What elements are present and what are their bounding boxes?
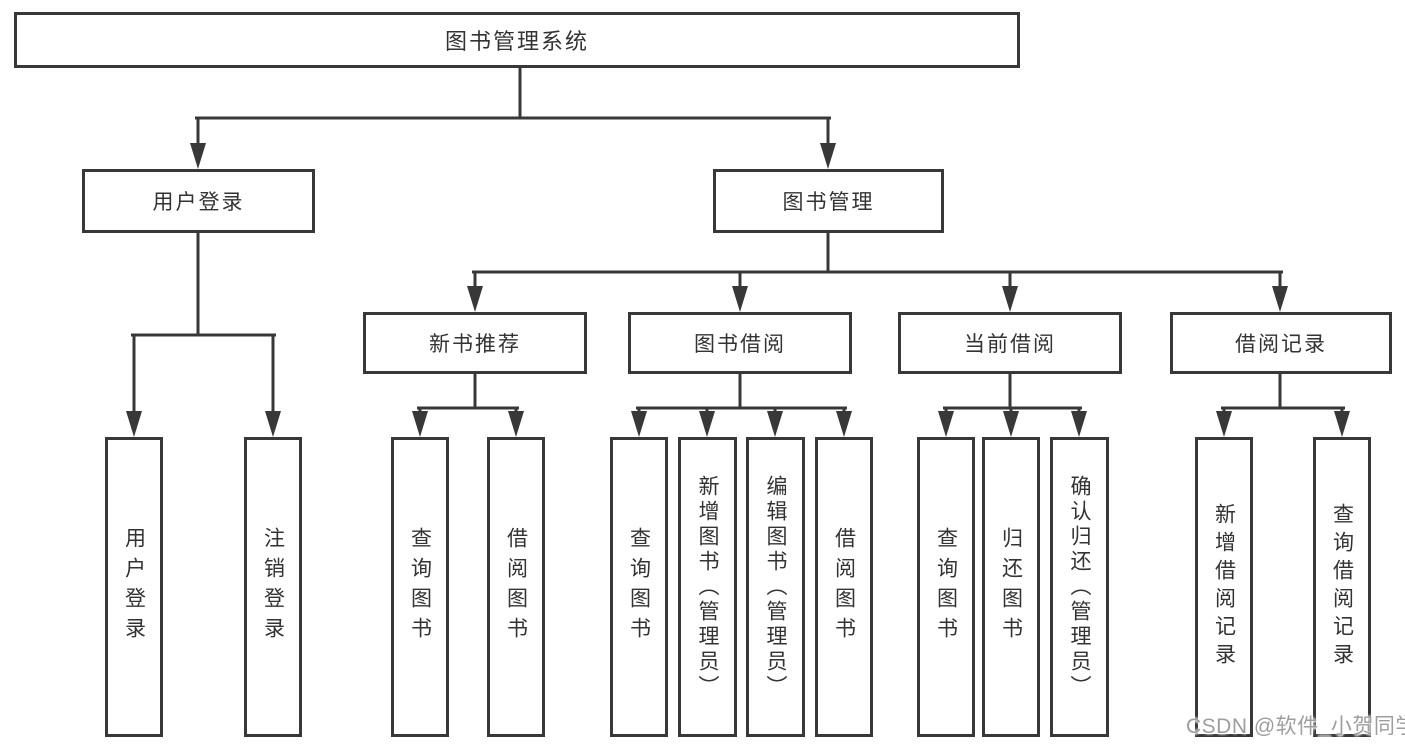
node-current-borrowing: 当前借阅 — [898, 312, 1122, 374]
leaf-cb-confirm-return-admin: 确认归还（管理员） — [1050, 437, 1109, 737]
leaf-bb-add-books-admin: 新增图书（管理员） — [678, 437, 737, 737]
node-root: 图书管理系统 — [14, 12, 1020, 68]
node-book-management: 图书管理 — [713, 169, 944, 233]
leaf-user-login: 用户登录 — [105, 437, 163, 737]
leaf-logout: 注销登录 — [244, 437, 302, 737]
leaf-nb-query-books: 查询图书 — [391, 437, 449, 737]
leaf-cb-return-books: 归还图书 — [982, 437, 1040, 737]
leaf-br-add-record: 新增借阅记录 — [1195, 437, 1253, 737]
leaf-nb-borrow-books: 借阅图书 — [487, 437, 545, 737]
leaf-bb-borrow-books: 借阅图书 — [815, 437, 873, 737]
node-user-login: 用户登录 — [82, 169, 315, 233]
leaf-bb-edit-books-admin: 编辑图书（管理员） — [746, 437, 805, 737]
node-borrowing-records: 借阅记录 — [1170, 312, 1392, 374]
node-book-borrowing: 图书借阅 — [628, 312, 852, 374]
csdn-watermark: CSDN @软件_小贺同学 — [1186, 715, 1405, 738]
leaf-cb-query-books: 查询图书 — [917, 437, 975, 737]
node-new-book-recommendation: 新书推荐 — [363, 312, 587, 374]
leaf-br-query-record: 查询借阅记录 — [1313, 437, 1371, 737]
leaf-bb-query-books: 查询图书 — [610, 437, 668, 737]
